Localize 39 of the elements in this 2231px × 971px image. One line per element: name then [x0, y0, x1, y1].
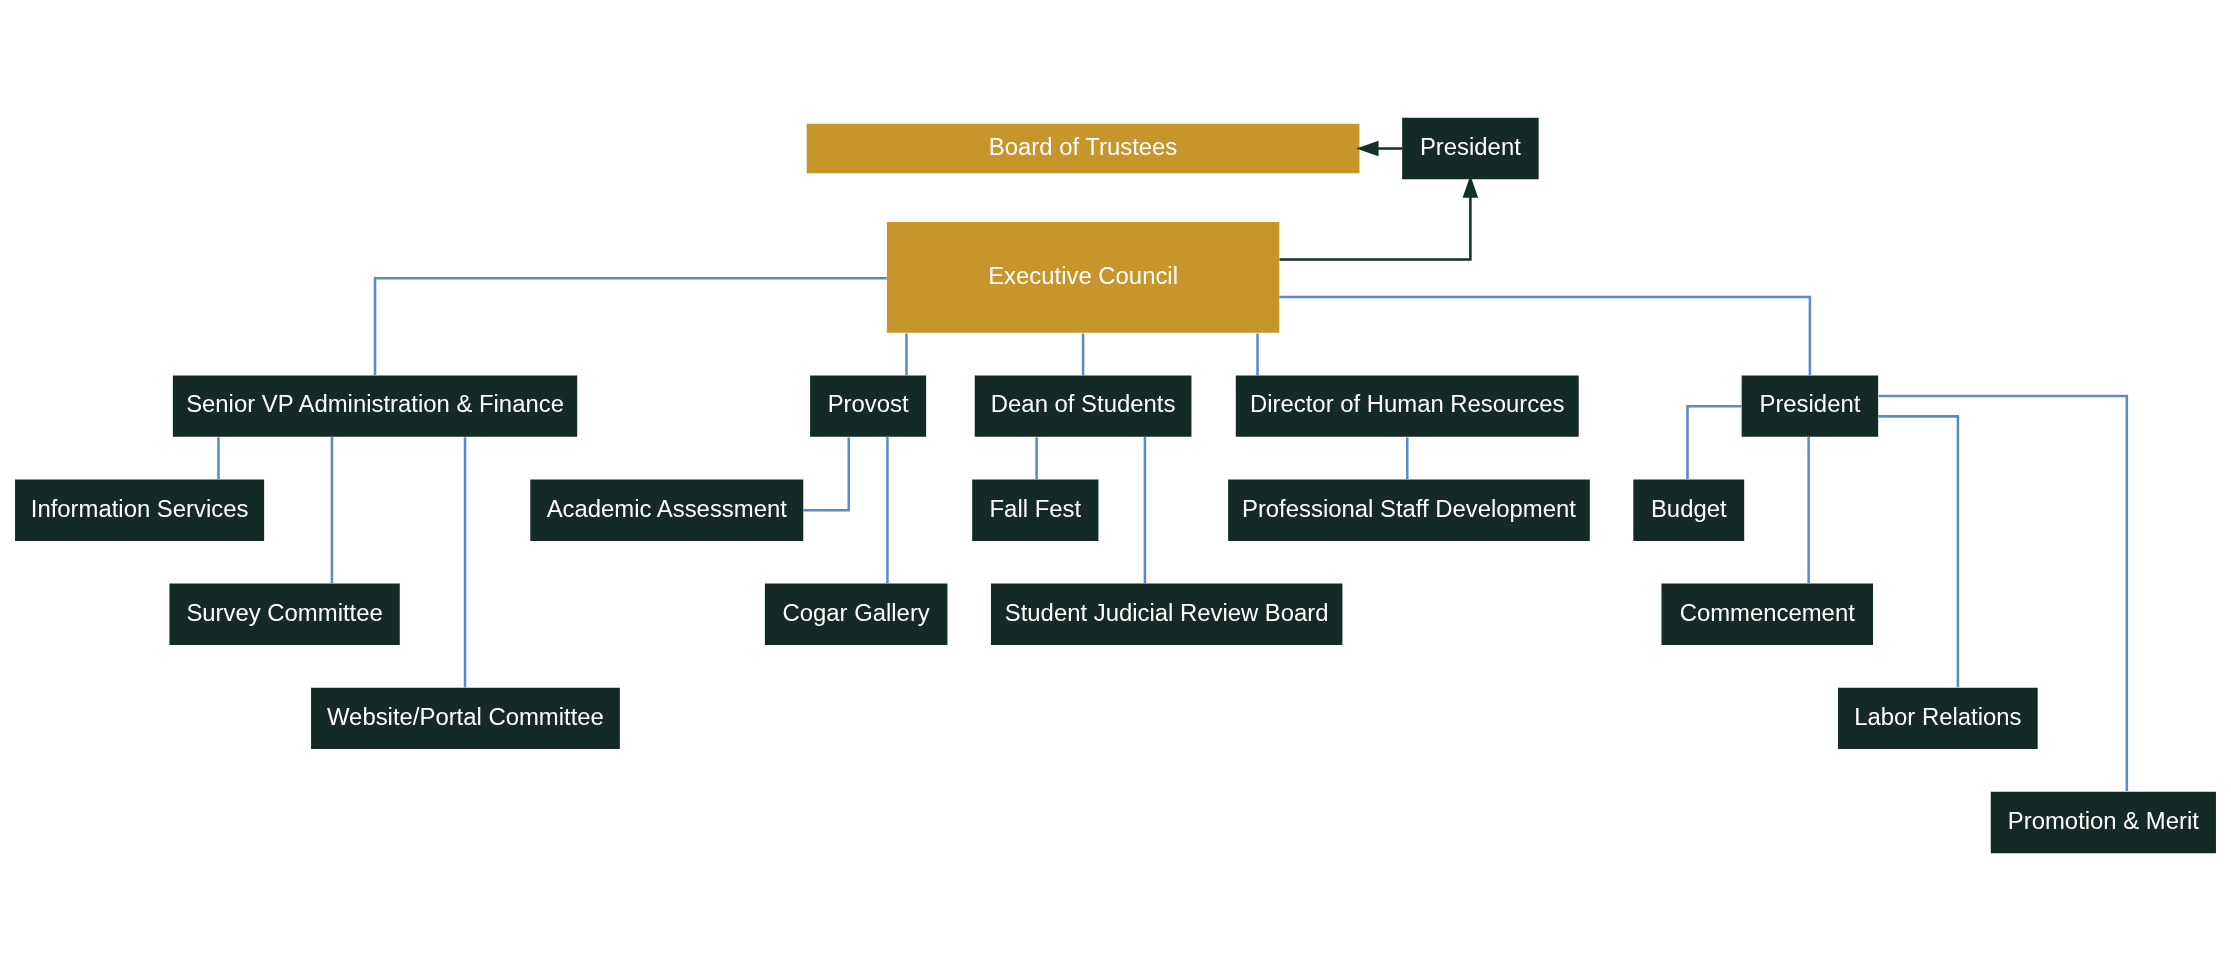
node-box: Fall Fest: [972, 479, 1099, 541]
connector: [373, 276, 887, 376]
connector: [463, 437, 467, 688]
node-box: Professional Staff Development: [1228, 479, 1590, 541]
node-box: Provost: [810, 375, 927, 437]
connector: [217, 437, 220, 480]
arrow: [1279, 175, 1479, 261]
connector: [1405, 437, 1409, 480]
connector: [1256, 333, 1259, 376]
connector: [1143, 436, 1147, 584]
node-box: Senior VP Administration & Finance: [172, 375, 578, 437]
connector: [886, 436, 889, 584]
connector: [1686, 404, 1742, 479]
node-box: Director of Human Resources: [1235, 375, 1579, 437]
connector: [1279, 295, 1812, 376]
arrow: [1356, 140, 1403, 157]
node-box: Executive Council: [886, 221, 1280, 333]
node-box: Board of Trustees: [806, 123, 1360, 174]
connector: [1807, 436, 1810, 584]
node-box: President: [1741, 375, 1879, 437]
node-box: Commencement: [1661, 583, 1874, 646]
node-box: Student Judicial Review Board: [990, 583, 1343, 646]
node-box: Labor Relations: [1838, 687, 2038, 750]
node-box: Dean of Students: [974, 375, 1192, 437]
node-box: President: [1402, 117, 1539, 180]
connector: [803, 437, 851, 512]
node-box: Budget: [1633, 479, 1745, 541]
node-box: Academic Assessment: [530, 479, 804, 541]
node-box: Cogar Gallery: [764, 583, 948, 646]
node-box: Promotion & Merit: [1990, 791, 2216, 854]
connector: [1081, 333, 1085, 376]
connector: [1878, 394, 2129, 792]
node-box: Website/Portal Committee: [311, 687, 620, 750]
node-box: Survey Committee: [169, 583, 400, 646]
node-box: Information Services: [15, 479, 265, 541]
connector: [1035, 437, 1038, 480]
connector: [330, 436, 334, 584]
connector: [905, 333, 908, 376]
connector: [1878, 415, 1960, 688]
